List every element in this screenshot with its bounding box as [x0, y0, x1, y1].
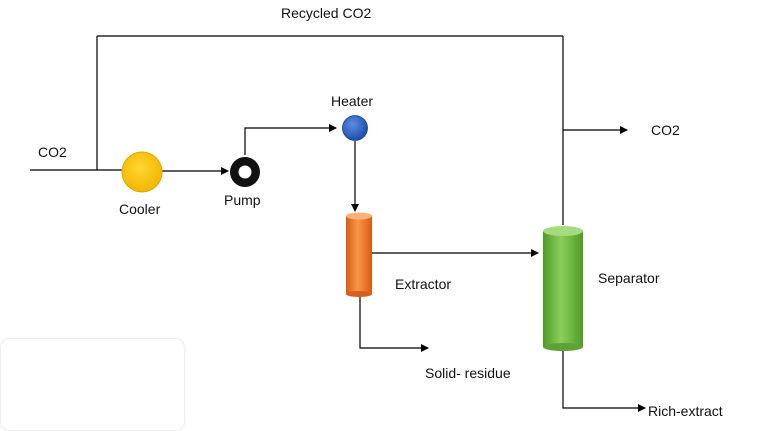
line-solid-residue	[359, 295, 429, 352]
label-pump: Pump	[224, 192, 261, 208]
pump-icon-hole	[238, 165, 252, 179]
label-extractor: Extractor	[395, 276, 451, 292]
label-recycled-co2: Recycled CO2	[281, 5, 371, 21]
label-solid-residue: Solid- residue	[425, 365, 511, 381]
label-separator: Separator	[598, 270, 660, 286]
separator-vessel	[543, 226, 583, 351]
line-rich-extract	[562, 347, 646, 412]
extractor-vessel	[346, 212, 372, 297]
label-rich-extract: Rich-extract	[648, 403, 723, 419]
label-cooler: Cooler	[119, 201, 161, 217]
heater-icon	[342, 115, 368, 141]
label-co2-out: CO2	[651, 122, 680, 138]
label-heater: Heater	[331, 93, 373, 109]
line-pump-to-heater	[244, 124, 337, 155]
label-co2-in: CO2	[38, 144, 67, 160]
cooler-icon	[121, 151, 163, 193]
